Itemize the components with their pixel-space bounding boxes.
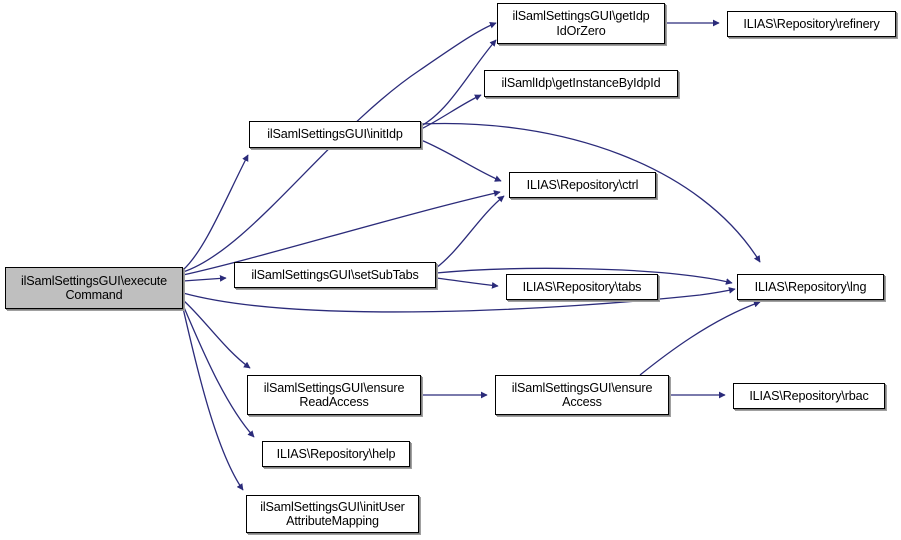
edge-initIdp-to-lng: [420, 122, 761, 263]
graph-node-executeCommand[interactable]: ilSamlSettingsGUI\execute Command: [5, 267, 183, 309]
edge-executeCommand-to-getIdpIdOrZero: [182, 22, 497, 273]
edge-initIdp-to-ctrl: [420, 139, 502, 182]
edge-executeCommand-to-ctrl: [182, 190, 501, 276]
graph-node-rbac[interactable]: ILIAS\Repository\rbac: [733, 383, 885, 409]
edge-setSubTabs-to-ctrl: [435, 195, 505, 269]
edge-setSubTabs-to-lng: [435, 267, 733, 285]
graph-node-getInstanceByIdpId[interactable]: ilSamlIdp\getInstanceByIdpId: [484, 70, 678, 97]
graph-node-initUserAttributeMapping[interactable]: ilSamlSettingsGUI\initUser AttributeMapp…: [246, 495, 419, 533]
graph-node-help[interactable]: ILIAS\Repository\help: [262, 441, 410, 467]
edge-executeCommand-to-initUserAttributeMapping: [182, 307, 244, 491]
graph-node-ctrl[interactable]: ILIAS\Repository\ctrl: [509, 172, 656, 198]
graph-node-ensureAccess[interactable]: ilSamlSettingsGUI\ensure Access: [495, 375, 669, 415]
graph-node-getIdpIdOrZero[interactable]: ilSamlSettingsGUI\getIdp IdOrZero: [497, 3, 665, 44]
edge-initIdp-to-getInstanceByIdpId: [420, 94, 482, 130]
edge-setSubTabs-to-tabs: [435, 277, 499, 289]
graph-node-refinery[interactable]: ILIAS\Repository\refinery: [727, 11, 896, 37]
graph-node-initIdp[interactable]: ilSamlSettingsGUI\initIdp: [249, 121, 421, 148]
edge-executeCommand-to-ensureReadAccess: [182, 299, 251, 369]
graph-node-ensureReadAccess[interactable]: ilSamlSettingsGUI\ensure ReadAccess: [247, 375, 421, 415]
edge-executeCommand-to-help: [182, 304, 255, 438]
graph-node-setSubTabs[interactable]: ilSamlSettingsGUI\setSubTabs: [234, 262, 436, 288]
graph-node-lng[interactable]: ILIAS\Repository\lng: [737, 274, 884, 300]
edge-ensureAccess-to-lng: [639, 300, 761, 376]
edge-executeCommand-to-setSubTabs: [182, 275, 227, 282]
graph-node-tabs[interactable]: ILIAS\Repository\tabs: [506, 274, 658, 300]
edge-initIdp-to-getIdpIdOrZero: [420, 39, 497, 127]
edge-paths: [182, 19, 761, 491]
edge-executeCommand-to-initIdp: [182, 154, 249, 271]
edge-executeCommand-to-lng: [182, 287, 736, 313]
